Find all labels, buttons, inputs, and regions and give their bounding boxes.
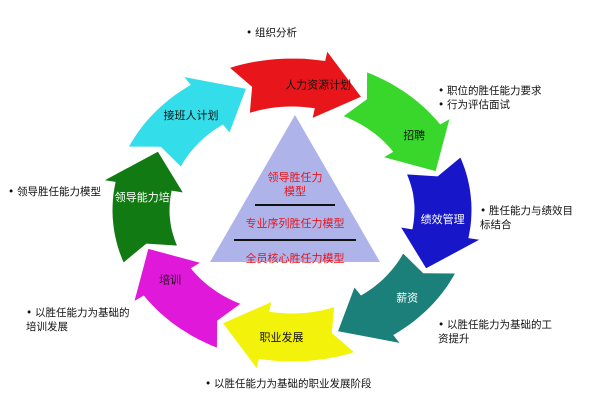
cycle-label-2: 招聘 <box>403 128 425 142</box>
triangle-level-core: 全员核心胜任力模型 <box>246 251 345 265</box>
note-bottom: •以胜任能力为基础的职业发展阶段 <box>205 378 372 390</box>
cycle-label-3: 绩效管理 <box>421 212 465 226</box>
cycle-label-8: 接班人计划 <box>164 109 219 122</box>
cycle-arrow-6 <box>133 247 243 350</box>
cycle-arrow-5 <box>221 300 357 371</box>
note-right: •胜任能力与绩效目标结合 <box>480 205 573 231</box>
cycle-label-1: 人力资源计划 <box>285 77 351 91</box>
triangle-level-professional: 专业序列胜任力模型 <box>246 216 345 230</box>
cycle-arrow-2 <box>341 70 451 173</box>
cycle-arrow-3 <box>399 155 483 270</box>
triangle-level-leadership: 领导胜任力 <box>268 170 323 184</box>
triangle-level-leadership-2: 模型 <box>284 184 306 198</box>
note-lower-left: •以胜任能力为基础的培训发展 <box>26 307 130 333</box>
cycle-label-7: 领导能力培养 <box>115 190 181 204</box>
cycle-arrow-7 <box>101 150 185 265</box>
cycle-arrow-1 <box>227 49 363 120</box>
cycle-arrow-8 <box>127 75 248 169</box>
note-upper-right-2: •行为评估面试 <box>438 99 510 111</box>
cycle-label-4: 薪资 <box>396 292 418 305</box>
note-top: •组织分析 <box>246 27 297 39</box>
note-upper-right-1: •职位的胜任能力要求 <box>438 85 542 97</box>
cycle-arrow-4 <box>336 251 457 345</box>
note-left: •领导胜任能力模型 <box>8 186 101 198</box>
cycle-label-5: 职业发展 <box>260 330 304 344</box>
cycle-label-6: 培训 <box>159 272 181 286</box>
note-lower-right: •以胜任能力为基础的工资提升 <box>438 319 552 345</box>
competency-triangle <box>210 115 380 262</box>
